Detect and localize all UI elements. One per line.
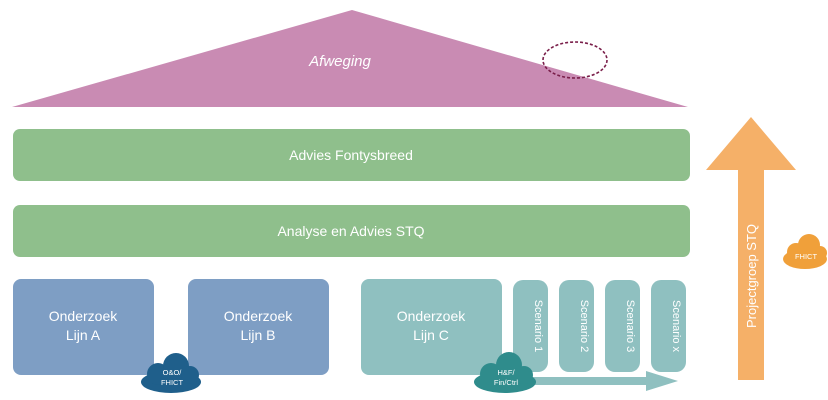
cloud-fhict: FHICT (783, 234, 827, 269)
scenario-3: Scenario 3 (605, 280, 640, 372)
scenario-arrow (500, 371, 678, 391)
svg-text:Lijn A: Lijn A (66, 327, 101, 343)
svg-text:Fin/Ctrl: Fin/Ctrl (494, 378, 519, 387)
svg-text:Lijn C: Lijn C (413, 327, 449, 343)
band-analyse-advies-stq: Analyse en Advies STQ (13, 205, 690, 257)
svg-text:O&O/: O&O/ (163, 368, 183, 377)
cloud-oo-fhict: O&O/ FHICT (141, 353, 201, 393)
scenario-2: Scenario 2 (559, 280, 594, 372)
roof-label: Afweging (308, 53, 371, 70)
roof: Afweging CvB/ RvT/Adv (12, 10, 688, 107)
svg-text:FHICT: FHICT (795, 252, 817, 261)
svg-text:Scenario x: Scenario x (670, 300, 682, 352)
band-advies-fontysbreed: Advies Fontysbreed (13, 129, 690, 181)
svg-text:Onderzoek: Onderzoek (224, 308, 293, 324)
svg-text:CvB/: CvB/ (566, 50, 584, 59)
svg-text:Advies Fontysbreed: Advies Fontysbreed (289, 147, 413, 163)
scenario-1: Scenario 1 (513, 280, 548, 372)
svg-text:Onderzoek: Onderzoek (397, 308, 466, 324)
svg-text:H&F/: H&F/ (497, 368, 515, 377)
svg-text:FHICT: FHICT (161, 378, 183, 387)
roof-triangle (12, 10, 688, 107)
cvb-rvt-adv-badge: CvB/ RvT/Adv (542, 41, 608, 79)
svg-text:Lijn B: Lijn B (240, 327, 275, 343)
svg-text:Onderzoek: Onderzoek (49, 308, 118, 324)
onderzoek-lijn-c: Onderzoek Lijn C (361, 279, 502, 375)
svg-text:Projectgroep STQ: Projectgroep STQ (744, 224, 759, 328)
svg-text:Analyse en Advies STQ: Analyse en Advies STQ (277, 223, 424, 239)
scenario-x: Scenario x (651, 280, 686, 372)
onderzoek-lijn-b: Onderzoek Lijn B (188, 279, 329, 375)
svg-text:RvT/Adv: RvT/Adv (560, 61, 591, 70)
onderzoek-lijn-a: Onderzoek Lijn A (13, 279, 154, 375)
cloud-hf-finctrl: H&F/ Fin/Ctrl (474, 352, 536, 393)
svg-text:Scenario 3: Scenario 3 (624, 300, 636, 353)
svg-text:Scenario 1: Scenario 1 (532, 300, 544, 353)
svg-text:Scenario 2: Scenario 2 (578, 300, 590, 353)
projectgroep-stq-arrow: Projectgroep STQ (706, 117, 796, 380)
